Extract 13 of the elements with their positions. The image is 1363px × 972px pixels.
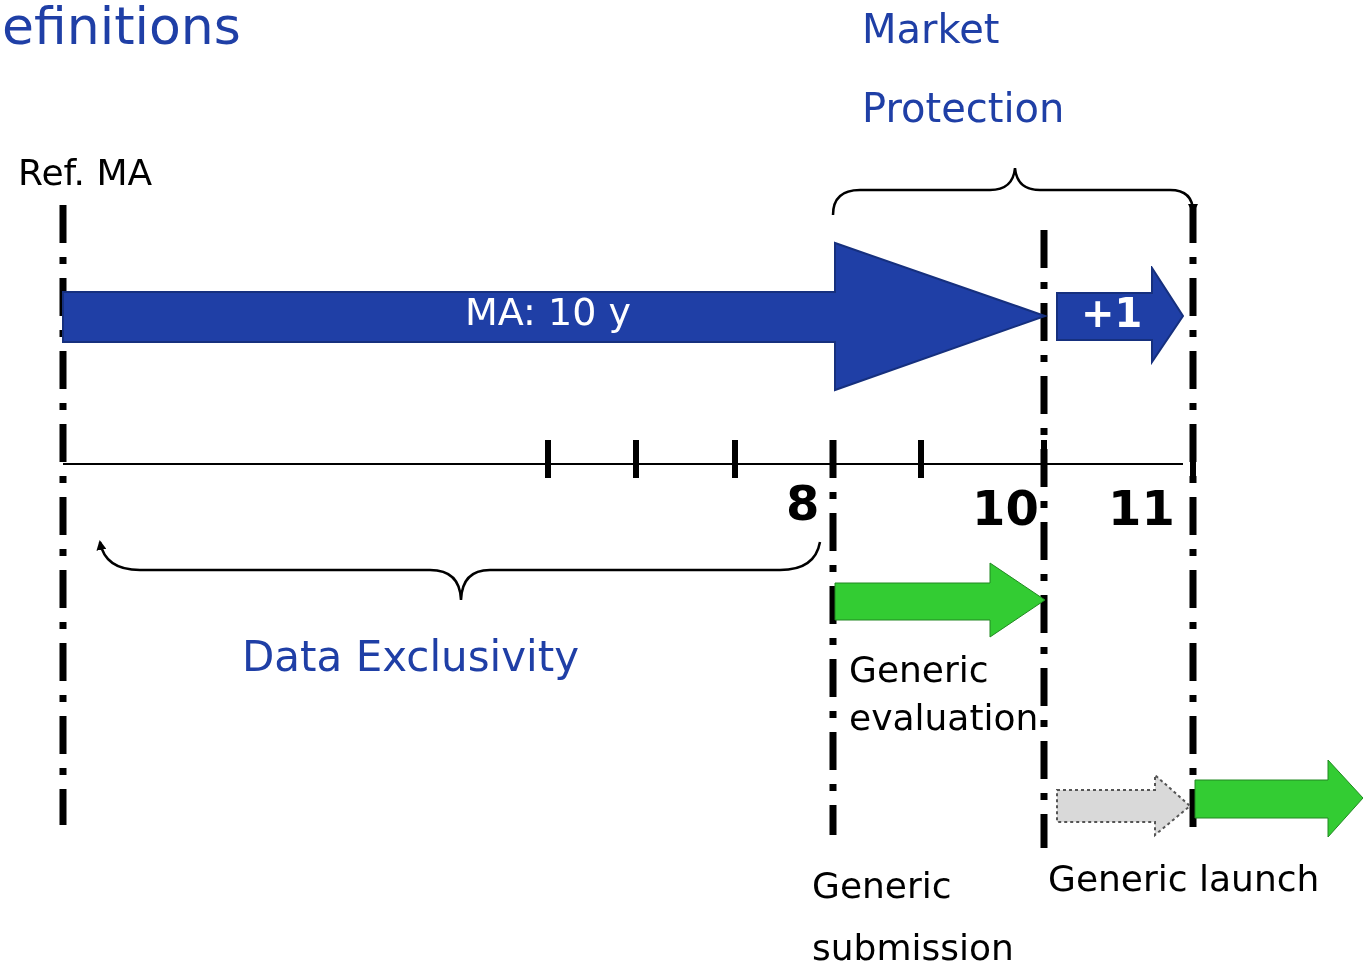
heading: efinitions [2,0,241,56]
arrow-label: +1 [1081,290,1143,336]
bracket-label: Data Exclusivity [242,632,580,681]
bracket-label: Market Protection [862,5,1066,133]
arrow-caption: Generic evaluation [849,648,1040,740]
line-label: Generic submission [812,864,1015,970]
arrow-shape [1055,266,1187,366]
year-number: 10 [972,480,1039,536]
arrow-label: MA: 10 y [465,290,631,334]
line-label: Ref. MA [18,152,153,193]
line-label: Generic launch [1048,858,1320,899]
year-number: 11 [1108,480,1175,536]
year-number: 8 [786,475,820,531]
